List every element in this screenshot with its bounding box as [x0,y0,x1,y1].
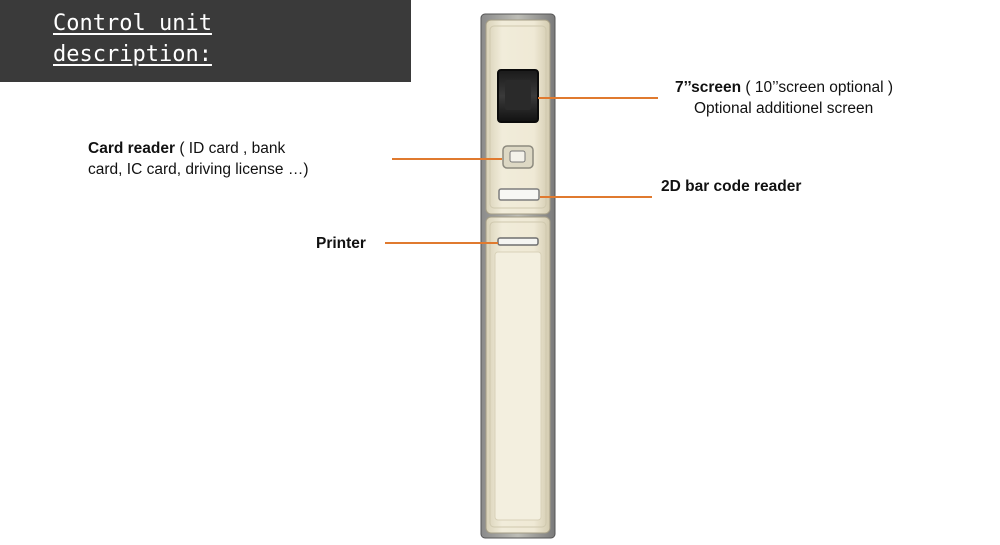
screen-leader-line [538,97,658,99]
barcode-reader-window [498,188,540,201]
printer-leader-line [385,242,498,244]
title-line-1: Control unit [53,11,212,36]
barcode-leader-line [540,196,652,198]
printer-label-bold: Printer [316,235,366,252]
printer-slot [497,237,539,246]
card-reader-leader-line [392,158,502,160]
title-box: Control unit description: [0,0,411,82]
screen-label: 7’’screen ( 10’’screen optional ) Option… [675,77,893,119]
page-title: Control unit description: [53,8,212,70]
title-line-2: description: [53,42,212,67]
screen-label-bold: 7’’screen [675,79,742,96]
card-reader-label-text: ( ID card , bank [175,140,286,157]
screen-label-line-2: Optional additionel screen [694,100,874,117]
barcode-reader-label-bold: 2D bar code reader [661,178,802,195]
printer-label: Printer [316,233,366,254]
barcode-reader-label: 2D bar code reader [661,176,801,197]
card-reader-label-bold: Card reader [88,140,176,157]
card-reader-label-line-2: card, IC card, driving license …) [88,161,309,178]
card-reader-label: Card reader ( ID card , bank card, IC ca… [88,138,309,180]
screen-label-text: ( 10’’screen optional ) [741,79,894,96]
